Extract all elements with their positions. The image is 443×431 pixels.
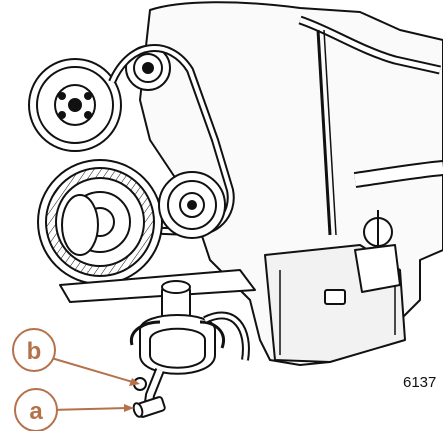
callout-b-arrowhead bbox=[129, 378, 140, 386]
callout-b: b bbox=[12, 328, 140, 386]
callout-a-circle bbox=[14, 388, 58, 431]
engine-line-art bbox=[28, 1, 443, 418]
figure-number: 6137 bbox=[403, 374, 436, 391]
callout-b-label: b bbox=[27, 338, 42, 365]
callout-a-arrowhead bbox=[124, 404, 134, 412]
callout-b-circle bbox=[12, 328, 56, 372]
callout-a: a bbox=[14, 388, 134, 431]
callout-a-leader bbox=[49, 407, 129, 411]
callout-b-leader bbox=[47, 356, 137, 384]
callout-a-label: a bbox=[29, 398, 43, 425]
